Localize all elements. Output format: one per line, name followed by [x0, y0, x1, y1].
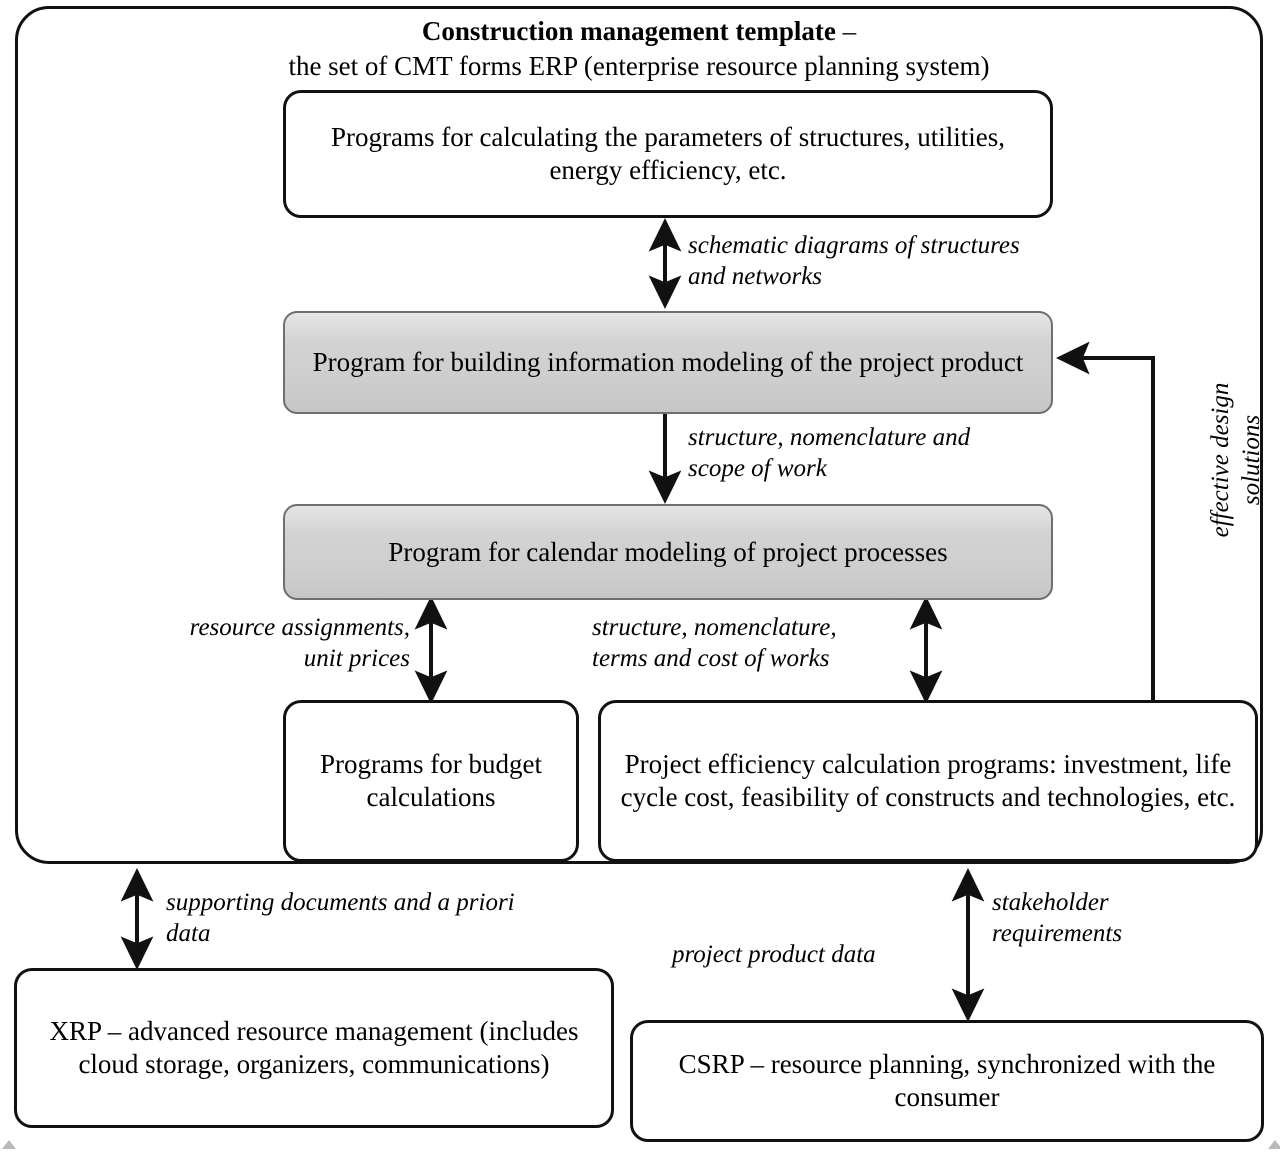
- page-edge-tick-right: [1268, 1140, 1280, 1149]
- node-bim-program[interactable]: Program for building information modelin…: [283, 311, 1053, 414]
- edge-label-supporting-documents: supporting documents and a priori data: [166, 889, 515, 947]
- edge-label-project-product-data: project product data: [672, 941, 876, 968]
- title-line-2: the set of CMT forms ERP (enterprise res…: [288, 50, 990, 81]
- node-programs-calculating-parameters[interactable]: Programs for calculating the parameters …: [283, 90, 1053, 218]
- edge-label-schematic-diagrams: schematic diagrams of structures and net…: [688, 232, 1020, 290]
- node-efficiency-programs[interactable]: Project efficiency calculation programs:…: [598, 700, 1258, 862]
- edge-label-resource-assignments: resource assignments, unit prices: [189, 614, 410, 672]
- title-line-1-tail: –: [835, 16, 857, 46]
- edge-label-effective-design-solutions: effective design solutions: [1207, 382, 1265, 538]
- node-label: CSRP – resource planning, synchronized w…: [678, 1049, 1216, 1112]
- edge-label-structure-terms: structure, nomenclature, terms and cost …: [592, 614, 837, 672]
- node-label: Project efficiency calculation programs:…: [620, 749, 1236, 812]
- node-label: Programs for budget calculations: [320, 749, 542, 812]
- node-label: Program for calendar modeling of project…: [388, 536, 948, 567]
- page-title: Construction management template – the s…: [15, 14, 1263, 83]
- page-edge-tick-left: [2, 1140, 16, 1149]
- node-csrp[interactable]: CSRP – resource planning, synchronized w…: [630, 1020, 1264, 1142]
- title-line-1-bold: Construction management template: [421, 16, 836, 46]
- node-label: Programs for calculating the parameters …: [330, 122, 1006, 185]
- edge-label-stakeholder-requirements: stakeholder requirements: [992, 889, 1123, 947]
- node-xrp[interactable]: XRP – advanced resource management (incl…: [14, 968, 614, 1128]
- node-calendar-modeling-program[interactable]: Program for calendar modeling of project…: [283, 504, 1053, 600]
- node-label: Program for building information modelin…: [312, 347, 1024, 378]
- node-budget-programs[interactable]: Programs for budget calculations: [283, 700, 579, 862]
- node-label: XRP – advanced resource management (incl…: [49, 1016, 579, 1079]
- edge-label-structure-scope: structure, nomenclature and scope of wor…: [688, 424, 971, 482]
